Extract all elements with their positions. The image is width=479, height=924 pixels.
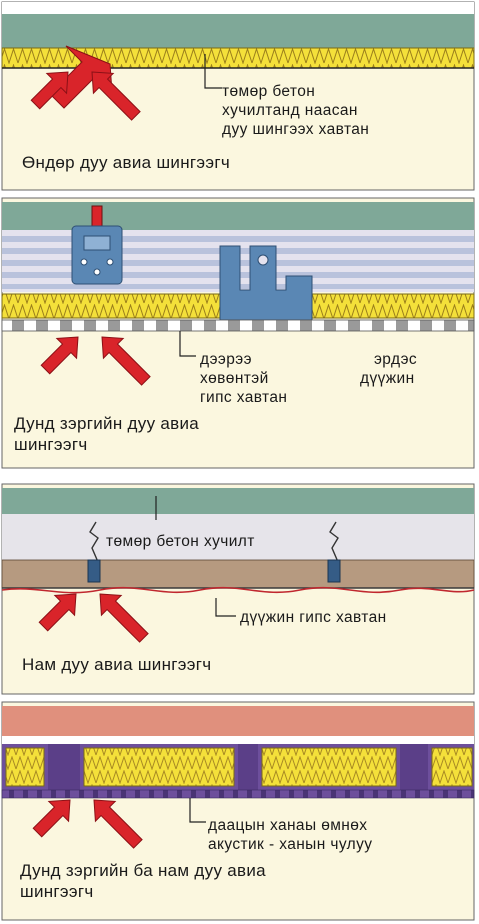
callout-line bbox=[204, 54, 222, 89]
panel-low-absorber: төмөр бетон хучилт дүүжин гипс хавтан На… bbox=[1, 483, 475, 695]
sound-arrow-icon bbox=[40, 336, 79, 375]
callout-line bbox=[215, 598, 236, 617]
panel-title: шингээгч bbox=[14, 435, 88, 454]
callout-line bbox=[179, 331, 196, 357]
callout-text: акустик - ханын чулуу bbox=[208, 836, 372, 853]
sound-arrow-icon bbox=[30, 71, 69, 110]
sound-arrow-icon bbox=[99, 593, 149, 643]
sound-arrow-icon bbox=[32, 799, 71, 838]
callout-text: эрдэс bbox=[374, 351, 417, 368]
callout-text: хучилтанд наасан bbox=[222, 102, 358, 119]
sound-arrow-icon bbox=[91, 71, 141, 121]
panel-title: шингээгч bbox=[20, 882, 94, 901]
hanger-clip-icon bbox=[71, 205, 123, 285]
arrows-layer bbox=[30, 71, 151, 849]
sound-arrow-icon bbox=[38, 593, 77, 632]
brick-wall bbox=[2, 706, 474, 736]
callout-text: дээрээ bbox=[200, 351, 252, 368]
panel-title: Нам дуу авиа шингээгч bbox=[22, 655, 211, 674]
hanger-clip-icon bbox=[327, 521, 341, 583]
stud bbox=[400, 744, 428, 790]
panel-high-absorber: төмөр бетон хучилтанд наасан дуу шингээх… bbox=[1, 1, 475, 191]
sound-wave bbox=[1, 586, 475, 594]
panel-medium-low-absorber: даацын ханаы өмнөх акустик - ханын чулуу… bbox=[1, 701, 475, 921]
panel-title: Өндөр дуу авиа шингээгч bbox=[22, 153, 230, 172]
callout-text: дуу шингээх хавтан bbox=[222, 121, 369, 138]
insulation-block bbox=[431, 747, 473, 787]
concrete-slab bbox=[2, 202, 474, 230]
callout-text: дүүжин гипс хавтан bbox=[240, 609, 387, 626]
stud bbox=[238, 744, 258, 790]
concrete-slab bbox=[2, 14, 474, 48]
panel-medium-absorber: дээрээ хөвөнтэй гипс хавтан эрдэс дүүжин… bbox=[1, 197, 475, 469]
top-margin bbox=[2, 2, 474, 14]
acoustic-stone bbox=[1, 789, 475, 799]
callout-text: гипс хавтан bbox=[200, 389, 287, 406]
concrete-ceiling bbox=[2, 514, 474, 560]
insulation-block bbox=[5, 747, 45, 787]
panel-title: Дунд зэргийн дуу авиа bbox=[14, 414, 199, 433]
sound-arrow-icon bbox=[93, 799, 143, 849]
callout-text: төмөр бетон bbox=[222, 83, 315, 100]
panel-title: Дунд зэргийн ба нам дуу авиа bbox=[20, 861, 266, 880]
insulation-block bbox=[261, 747, 397, 787]
hanger-clip-icon bbox=[87, 521, 101, 583]
callout-text: хөвөнтэй bbox=[200, 370, 269, 387]
gap bbox=[2, 736, 474, 744]
callout-text: даацын ханаы өмнөх bbox=[208, 817, 367, 834]
stud bbox=[48, 744, 80, 790]
callout-text: дүүжин bbox=[360, 370, 415, 387]
callout-line bbox=[189, 798, 206, 823]
insulation-block bbox=[83, 747, 235, 787]
gypsum-board bbox=[1, 559, 475, 589]
concrete-slab bbox=[2, 488, 474, 514]
gypsum-board bbox=[1, 319, 475, 332]
callout-text: төмөр бетон хучилт bbox=[106, 533, 255, 550]
sound-arrow-icon bbox=[101, 336, 151, 386]
